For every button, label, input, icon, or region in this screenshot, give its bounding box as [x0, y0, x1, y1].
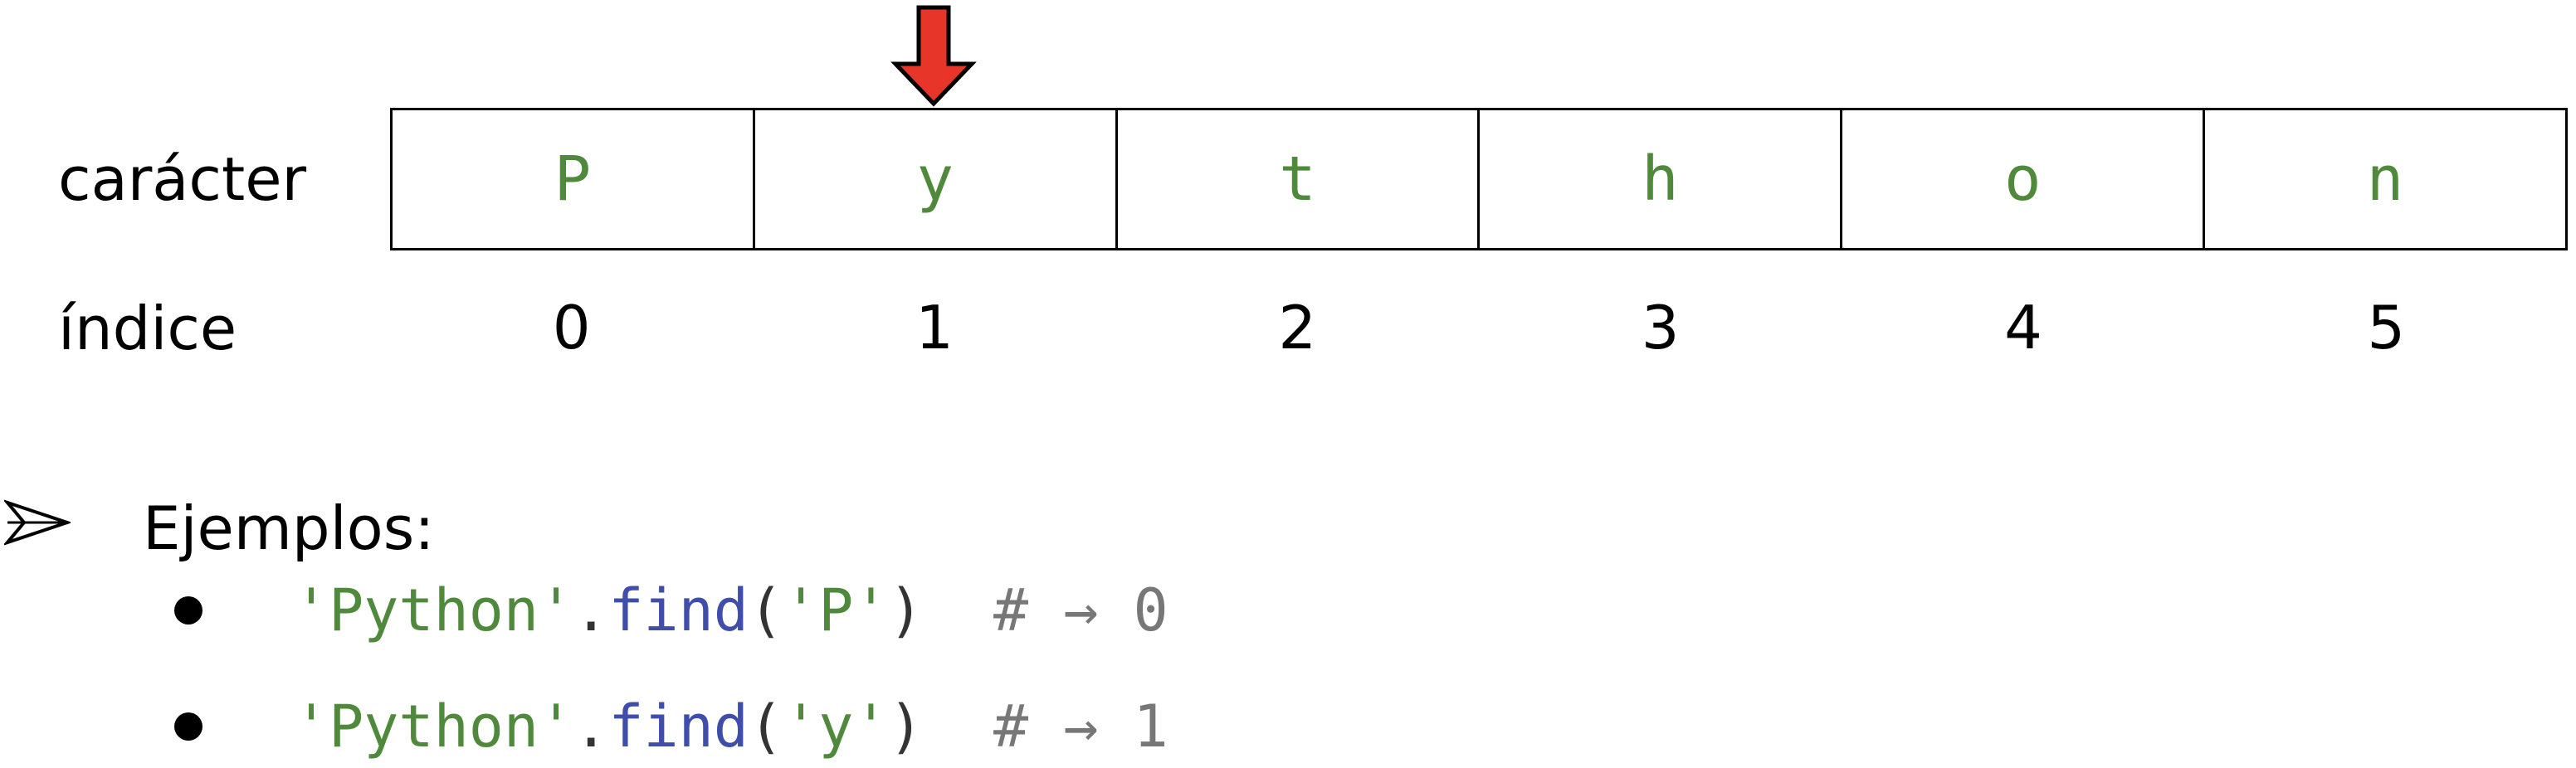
index-value: 0 [552, 293, 591, 362]
arrowhead-bullet-icon [4, 499, 71, 546]
index-value: 2 [1278, 293, 1317, 362]
code-argument: 'y' [783, 693, 889, 761]
code-string: 'Python' [294, 576, 574, 644]
code-line: 'Python'.find('y') # → 1 [294, 693, 1168, 761]
bullet-dot-icon [174, 596, 202, 625]
character-cell: y [752, 110, 1115, 248]
code-comment: # → 0 [993, 576, 1168, 644]
character-cell: t [1115, 110, 1478, 248]
example-item: 'Python'.find('y') # → 1 [174, 685, 1168, 768]
index-value: 4 [2004, 293, 2042, 362]
code-string: 'Python' [294, 693, 574, 761]
code-method: find [608, 576, 749, 644]
code-paren-open: ( [748, 693, 784, 761]
index-row: 0 1 2 3 4 5 [390, 286, 2568, 369]
character-cell: o [1840, 110, 2203, 248]
index-row-label: índice [58, 294, 237, 363]
code-dot: . [573, 693, 609, 761]
code-paren-close: ) [888, 693, 924, 761]
code-method: find [608, 693, 749, 761]
code-paren-open: ( [748, 576, 784, 644]
code-paren-close: ) [888, 576, 924, 644]
index-value: 3 [1641, 293, 1680, 362]
bullet-dot-icon [174, 712, 202, 741]
example-item: 'Python'.find('P') # → 0 [174, 569, 1168, 652]
examples-heading: Ejemplos: [143, 493, 435, 563]
character-cell: P [554, 143, 592, 215]
code-dot: . [573, 576, 609, 644]
index-value: 1 [915, 293, 954, 362]
down-arrow-icon [890, 5, 978, 107]
character-cell: n [2203, 110, 2565, 248]
character-cell: h [1477, 110, 1840, 248]
code-line: 'Python'.find('P') # → 0 [294, 576, 1168, 644]
code-argument: 'P' [783, 576, 889, 644]
index-value: 5 [2367, 293, 2406, 362]
character-cells: P y t h o n [390, 108, 2568, 250]
code-comment: # → 1 [993, 693, 1168, 761]
character-row-label: carácter [58, 144, 307, 214]
